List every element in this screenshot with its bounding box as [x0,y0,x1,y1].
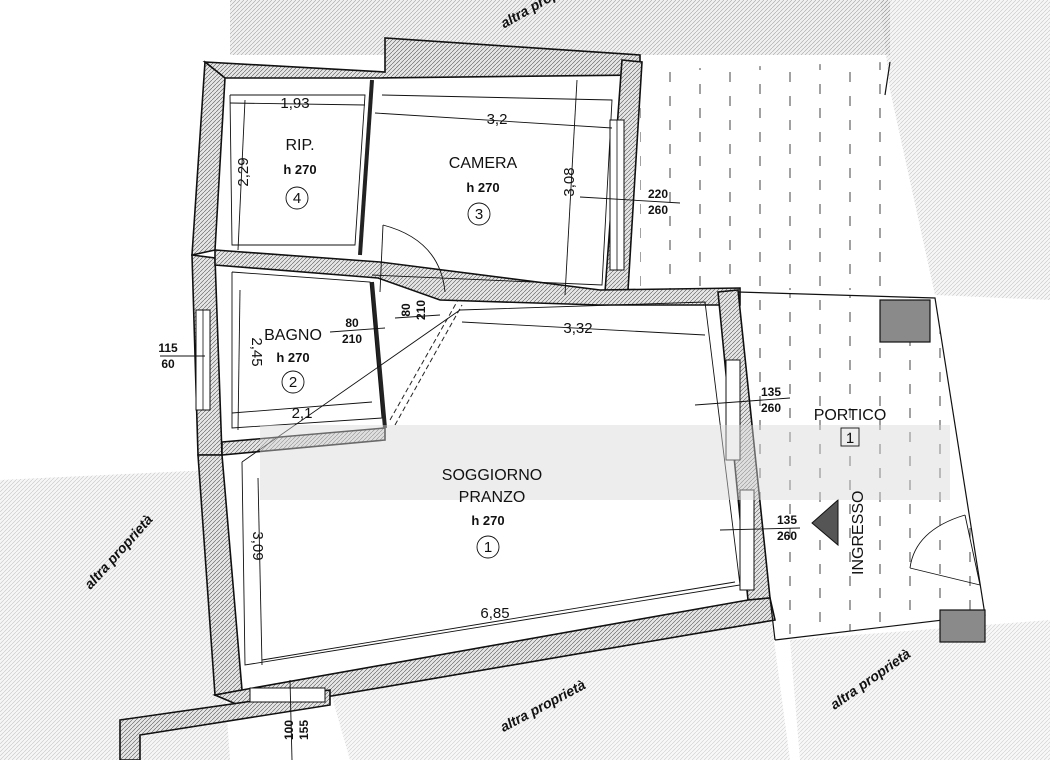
room-name: PORTICO [814,407,887,424]
room-name: BAGNO [264,327,322,344]
dim-camera-depth: 3,08 [561,167,578,196]
bagno-window-width: 115 [158,341,178,355]
room-height: h 270 [283,162,316,177]
dim-soggiorno-width-bottom: 6,85 [480,605,509,622]
entrance-arrow-icon [811,498,839,547]
dim-soggiorno-depth: 3,09 [249,531,266,560]
camera-window-height: 260 [648,203,668,217]
room-name: CAMERA [449,155,518,172]
room-height: h 270 [276,350,309,365]
bagno-door-height: 210 [342,332,362,346]
room-height: h 270 [466,180,499,195]
opening-labels: 220 260 115 60 80 210 80 210 135 260 135… [158,187,797,740]
room-soggiorno: SOGGIORNO PRANZO h 270 1 [442,467,542,559]
walls [119,37,986,760]
room-name-line2: PRANZO [459,489,526,506]
entrance-label: INGRESSO [850,491,867,575]
bottom-window-width: 100 [282,720,296,740]
dimension-lines [160,79,801,760]
dim-bagno-depth: 2,45 [248,337,265,366]
pillar-bottom [939,609,986,643]
windows [195,119,755,703]
bagno-window-height: 60 [161,357,175,371]
dim-rip-width: 1,93 [280,95,309,112]
soggiorno-window-upper-height: 260 [761,401,781,415]
bottom-window-height: 155 [297,720,311,740]
room-camera: CAMERA h 270 3 [449,155,518,226]
room-number: 1 [484,539,492,556]
porch-area [640,62,890,295]
room-number: 3 [475,206,483,223]
soggiorno-window-lower-height: 260 [777,529,797,543]
room-rip: RIP. h 270 4 [283,137,317,210]
dim-bagno-width: 2,1 [292,405,313,422]
camera-window-width: 220 [648,187,668,201]
camera-door-height: 210 [414,300,428,320]
room-number: 4 [293,190,301,207]
room-name: RIP. [285,137,314,154]
room-outlines [229,94,741,666]
room-name-line1: SOGGIORNO [442,467,542,484]
dim-rip-depth: 2,29 [235,157,252,186]
room-bagno: BAGNO h 270 2 [264,327,322,394]
room-number: 2 [289,374,297,391]
room-portico: PORTICO 1 [814,407,887,447]
bagno-door-width: 80 [345,316,359,330]
blurred-region [260,425,950,500]
dim-soggiorno-width-top: 3,32 [563,320,592,337]
soggiorno-window-upper-width: 135 [761,385,781,399]
camera-door-width: 80 [399,303,413,317]
pillar-top [879,299,931,343]
portico-area [735,292,985,640]
room-height: h 270 [471,513,504,528]
doors [379,224,981,586]
dimension-labels: 1,93 3,2 2,29 3,08 2,45 2,1 3,32 3,09 6,… [235,95,593,622]
soggiorno-window-lower-width: 135 [777,513,797,527]
room-number: 1 [846,430,854,447]
dim-camera-width: 3,2 [487,111,508,128]
